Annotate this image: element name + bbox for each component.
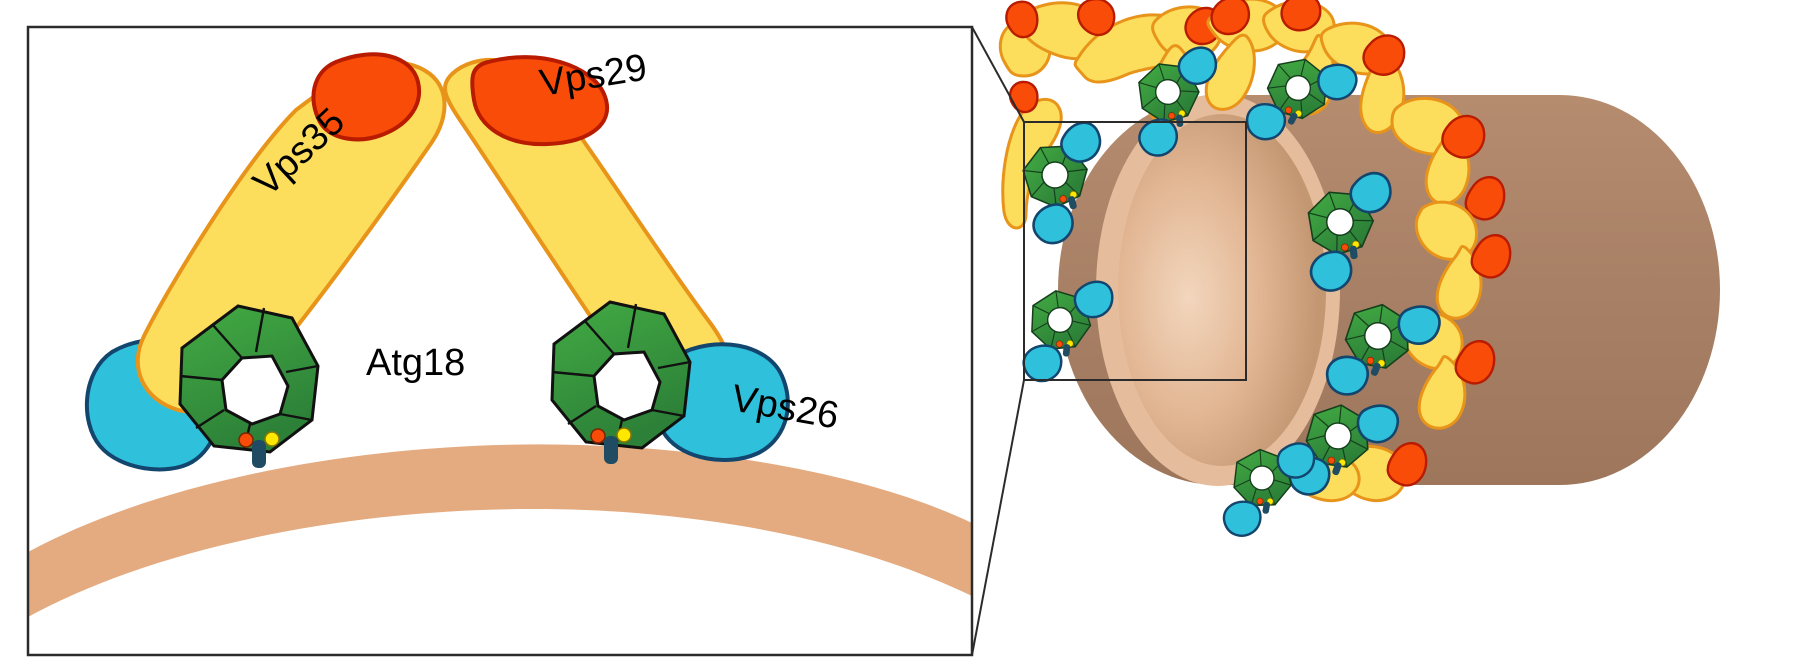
vps29-right-blob xyxy=(470,55,610,147)
atg18-left xyxy=(178,304,320,468)
vps29-blob xyxy=(1454,340,1496,385)
vps29-blob xyxy=(1441,114,1486,159)
vps29-left-blob xyxy=(311,52,422,142)
coat-arch-6 xyxy=(1414,200,1512,320)
vps29-blob xyxy=(1470,234,1512,279)
right-panel-tubule-overview xyxy=(971,0,1720,656)
pi3p-headgroup-orange xyxy=(590,428,606,444)
tubule-lumen xyxy=(1118,114,1326,466)
pi3p-headgroup-yellow xyxy=(616,427,632,443)
vps29-blob xyxy=(1008,80,1039,114)
coat-arch-5 xyxy=(1390,96,1506,221)
pi3p-headgroup-orange xyxy=(238,432,254,448)
coat-arch-3 xyxy=(1204,0,1336,116)
label-atg18: Atg18 xyxy=(366,342,465,384)
atg18-right xyxy=(550,300,692,464)
left-panel-detail: Vps35 Vps29 Atg18 Vps26 xyxy=(26,25,974,657)
vps29-blob xyxy=(1077,0,1116,37)
vps29-blob xyxy=(1464,176,1506,221)
pi3p-headgroup-yellow xyxy=(264,431,280,447)
vps29-blob xyxy=(1005,0,1039,39)
coat-back-row xyxy=(998,0,1406,230)
inset-selection-box[interactable] xyxy=(1023,121,1247,381)
detail-panel-frame xyxy=(26,25,974,657)
coat-front-row xyxy=(1217,96,1512,539)
lipid-tail xyxy=(252,440,266,468)
zoom-connector-line-bottom xyxy=(971,379,1025,656)
vps29-blob xyxy=(1386,442,1428,487)
lipid-tail xyxy=(604,436,618,464)
membrane-bilayer xyxy=(28,444,972,617)
membrane-tubule xyxy=(1058,94,1720,486)
vps29-blob xyxy=(1280,0,1322,32)
zoom-connector-line-top xyxy=(971,26,1025,123)
vps29-blob xyxy=(1210,0,1251,36)
vps29-blob xyxy=(1362,34,1406,76)
